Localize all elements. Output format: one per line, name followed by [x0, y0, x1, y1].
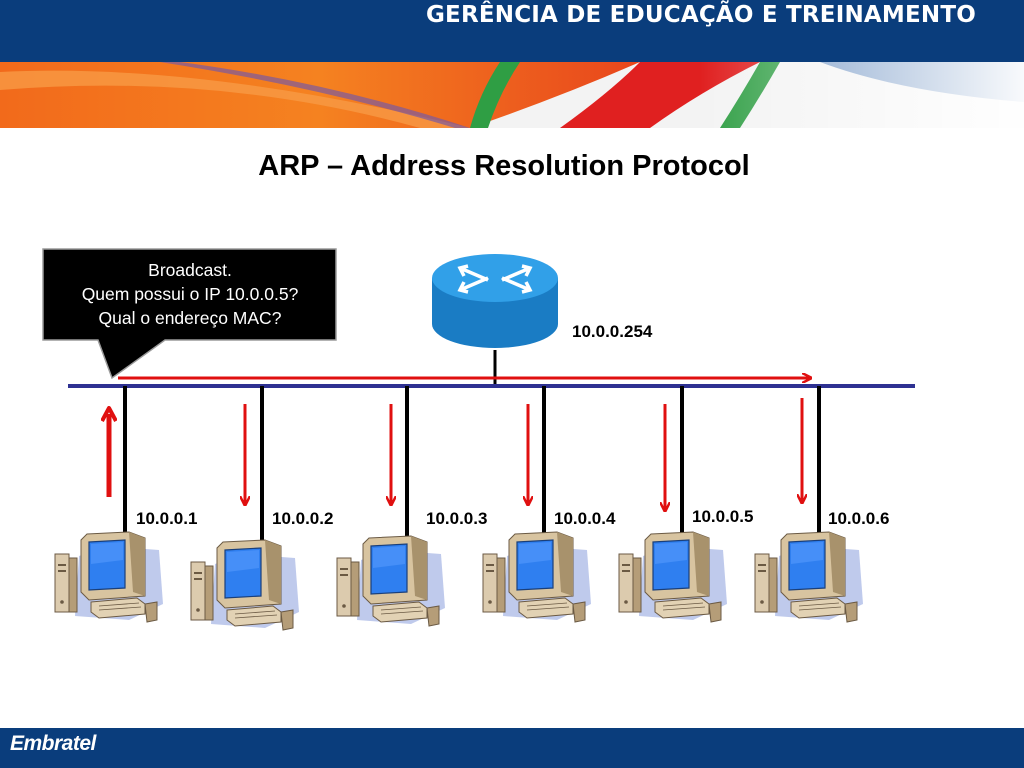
computer-icon: [482, 531, 592, 623]
computer-icon: [618, 531, 728, 623]
footer-bar: [0, 728, 1024, 768]
host-ip-label: 10.0.0.5: [692, 507, 754, 526]
router-icon: [432, 254, 558, 348]
host-ip-label: 10.0.0.4: [554, 509, 616, 528]
host-ip-label: 10.0.0.3: [426, 509, 488, 528]
computer-icon: [54, 531, 164, 623]
host-drop-lines: [123, 386, 821, 540]
header-title: GERÊNCIA DE EDUCAÇÃO E TREINAMENTO: [425, 2, 976, 28]
host-ip-label: 10.0.0.6: [828, 509, 890, 528]
callout-line: Quem possui o IP 10.0.0.5?: [81, 284, 299, 304]
host-ip-label: 10.0.0.2: [272, 509, 334, 528]
computer-icon: [336, 535, 446, 627]
host-ip-label: 10.0.0.1: [136, 509, 198, 528]
computer-icon: [754, 531, 864, 623]
broadcast-down-arrows: [245, 398, 802, 510]
broadcast-callout-bubble: [42, 248, 337, 380]
decorative-banner: [0, 62, 1024, 128]
slide-title: ARP – Address Resolution Protocol: [258, 150, 750, 182]
callout-line: Qual o endereço MAC?: [98, 308, 282, 328]
header-bar: GERÊNCIA DE EDUCAÇÃO E TREINAMENTO: [0, 0, 1024, 62]
computer-icon: [190, 539, 300, 631]
embratel-logo: Embratel: [10, 732, 96, 755]
router-ip-label: 10.0.0.254: [572, 322, 653, 341]
callout-line: Broadcast.: [148, 260, 232, 280]
broadcast-callout-text: Broadcast. Quem possui o IP 10.0.0.5? Qu…: [44, 258, 336, 330]
